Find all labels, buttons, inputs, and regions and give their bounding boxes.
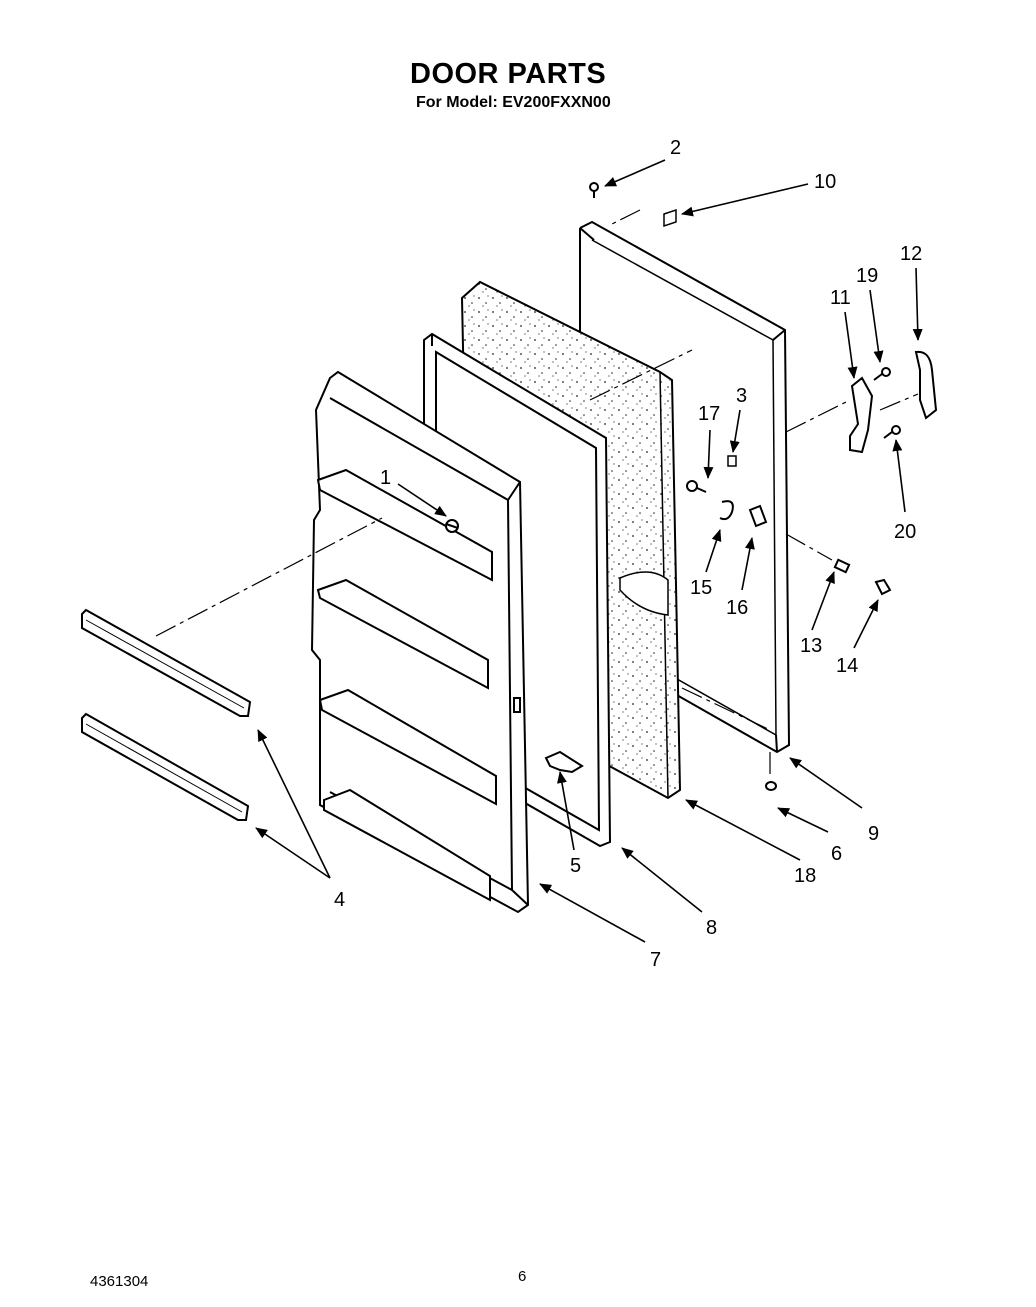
- hinge-11: [849, 376, 874, 454]
- callout-11: 11: [830, 287, 851, 309]
- callout-19: 19: [856, 265, 878, 287]
- callout-20: 20: [894, 521, 916, 543]
- callout-15: 15: [690, 577, 712, 599]
- callout-1: 1: [380, 467, 391, 489]
- screw-19: [873, 367, 891, 381]
- spring-15: [719, 500, 734, 521]
- screw-1: [445, 519, 459, 533]
- inner-door-liner: [310, 370, 530, 914]
- callout-4: 4: [334, 889, 345, 911]
- callout-10: 10: [814, 171, 836, 193]
- alignment-lines: [155, 209, 919, 776]
- callout-17: 17: [698, 403, 720, 425]
- callout-12: 12: [900, 243, 922, 265]
- plug-3: [727, 455, 737, 467]
- model-subtitle: For Model: EV200FXXN00: [416, 94, 611, 111]
- door-stop-bracket: [544, 750, 584, 774]
- callout-8: 8: [706, 917, 717, 939]
- callout-7: 7: [650, 949, 661, 971]
- callout-13: 13: [800, 635, 822, 657]
- page-number: 6: [518, 1268, 527, 1285]
- callout-14: 14: [836, 655, 858, 677]
- bushing-13: [833, 558, 851, 574]
- plug-10: [663, 208, 677, 228]
- page-title: DOOR PARTS: [410, 58, 607, 90]
- callout-3: 3: [736, 385, 747, 407]
- callout-9: 9: [868, 823, 879, 845]
- screw-20: [883, 425, 901, 439]
- callout-5: 5: [570, 855, 581, 877]
- callout-18: 18: [794, 865, 816, 887]
- callout-2: 2: [670, 137, 681, 159]
- shelf-bar-upper: [81, 608, 252, 717]
- screw-2: [589, 182, 599, 198]
- shelf-bar-lower: [81, 712, 250, 821]
- leader-arrows: [255, 159, 923, 943]
- screw-17: [686, 480, 707, 493]
- hinge-cover-12: [914, 350, 938, 420]
- cap-14: [874, 578, 892, 596]
- callout-16: 16: [726, 597, 748, 619]
- document-number: 4361304: [90, 1273, 149, 1290]
- washer-6: [765, 781, 777, 791]
- callout-6: 6: [831, 843, 842, 865]
- bracket-16: [748, 504, 768, 528]
